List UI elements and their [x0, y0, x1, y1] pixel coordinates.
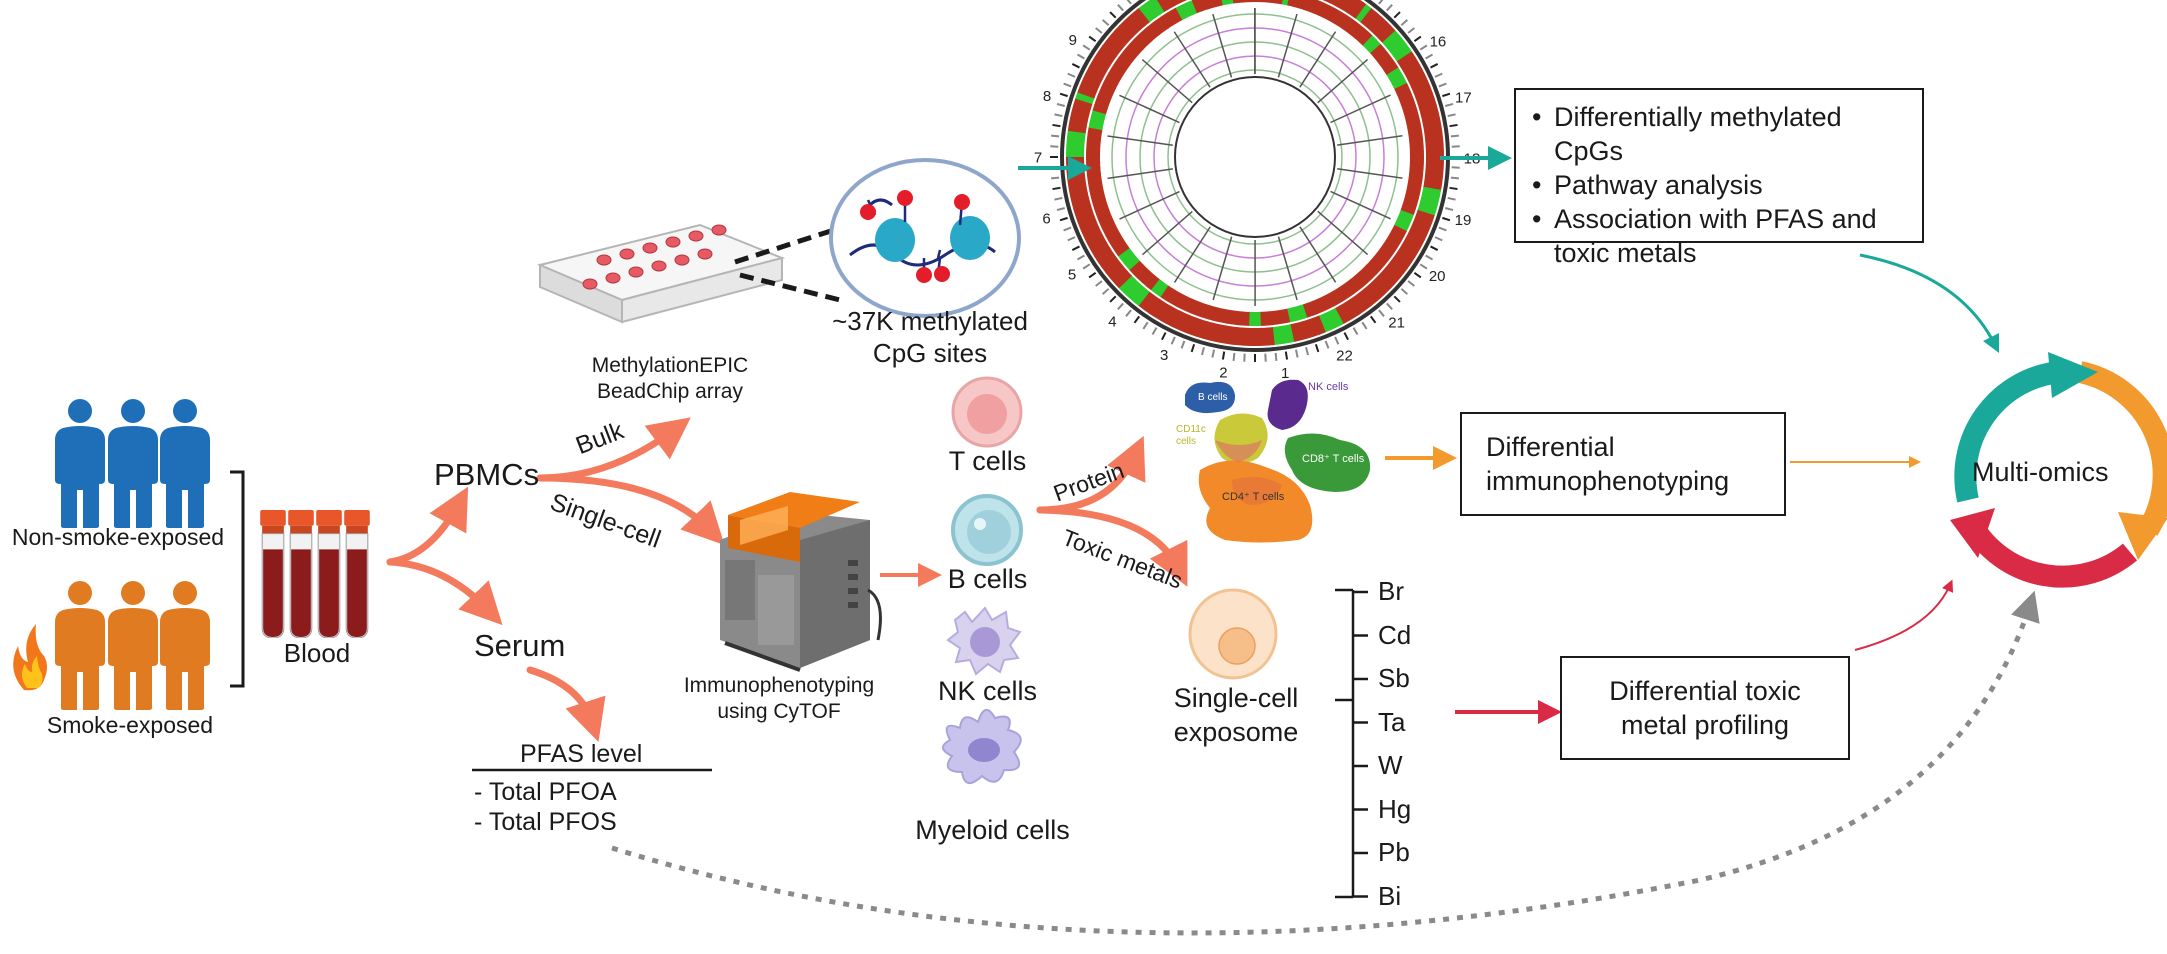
- metal-pb: Pb: [1378, 837, 1410, 867]
- fire-icon: [13, 624, 47, 691]
- metal-hg: Hg: [1378, 793, 1412, 824]
- pfas-title: PFAS level: [520, 740, 643, 768]
- serum-label: Serum: [474, 628, 566, 663]
- result-item-pathway: Pathway analysis: [1532, 168, 1908, 202]
- methylated-cpg-icon: [829, 158, 1021, 318]
- smoke-exposed-label: Smoke-exposed: [46, 712, 214, 738]
- non-smoke-exposed-people-icon: [55, 399, 210, 528]
- pfas-item-pfos: - Total PFOS: [474, 808, 617, 836]
- non-smoke-exposed-label: Non-smoke-exposed: [11, 524, 225, 550]
- circos-chromosome-label: 5: [1068, 267, 1076, 284]
- circos-chromosome-label: 8: [1043, 88, 1051, 105]
- exposome-cell-icon: [1188, 588, 1278, 680]
- toxic-to-multiomics-arrow: [1854, 579, 1954, 651]
- metal-br: Br: [1378, 576, 1404, 606]
- blood-tubes-icon: [260, 510, 370, 638]
- circos-chromosome-label: 20: [1429, 268, 1446, 285]
- cluster-nk-cells-label: NK cells: [1308, 381, 1349, 393]
- circos-chromosome-label: 10: [1105, 0, 1122, 3]
- circos-chromosome-label: 15: [1389, 0, 1406, 3]
- pbmcs-split-arrows: [536, 417, 725, 546]
- toxic-metal-profiling-box: Differential toxic metal profiling: [1560, 656, 1850, 760]
- methylation-results-box: Differentially methylated CpGs Pathway a…: [1514, 88, 1924, 268]
- blood-label: Blood: [283, 638, 351, 668]
- myeloid-cell-icon: [942, 709, 1022, 784]
- toxic-metal-profiling-text: Differential toxic metal profiling: [1609, 676, 1801, 740]
- b-cells-label: B cells: [947, 564, 1028, 594]
- circos-chromosome-label: 1: [1281, 365, 1289, 382]
- cluster-b-cells-label: B cells: [1198, 392, 1228, 403]
- blood-split-arrows: [386, 486, 503, 626]
- circos-chromosome-label: 19: [1455, 212, 1472, 229]
- exposome-label: Single-cell exposome: [1173, 683, 1299, 747]
- pfas-to-multiomics-dotted-arrow: [611, 590, 2040, 936]
- circos-chromosome-label: 21: [1388, 314, 1405, 331]
- cluster-cd8-label: CD8⁺ T cells: [1302, 453, 1365, 465]
- circos-methylation-plot: 12131415161718192021221234567891011: [1034, 0, 1480, 382]
- result-item-cpgs: Differentially methylated CpGs: [1532, 100, 1908, 168]
- circos-chromosome-label: 3: [1160, 347, 1168, 364]
- circos-chromosome-label: 2: [1219, 365, 1227, 382]
- t-cell-icon: [951, 376, 1023, 448]
- cytof-machine-icon: [720, 492, 882, 672]
- result-item-association: Association with PFAS and toxic metals: [1532, 202, 1908, 270]
- cytof-cluster-plot: [1185, 379, 1371, 543]
- nk-cell-icon: [946, 606, 1022, 676]
- metal-w: W: [1378, 750, 1403, 780]
- cytof-label: Immunophenotyping using CyTOF: [683, 674, 875, 723]
- cluster-cd11c-label: CD11c cells: [1176, 424, 1206, 447]
- circos-chromosome-label: 6: [1042, 210, 1050, 227]
- methylated-sites-label: ~37K methylated CpG sites: [832, 306, 1028, 368]
- metal-cd: Cd: [1378, 619, 1412, 650]
- circos-chromosome-label: 22: [1336, 348, 1353, 365]
- nk-cells-label: NK cells: [937, 676, 1038, 706]
- multiomics-cycle-icon: [1950, 352, 2167, 588]
- circos-chromosome-label: 9: [1069, 32, 1077, 49]
- zoom-dashed-lines: [734, 225, 841, 303]
- pfas-item-pfoa: - Total PFOA: [474, 778, 617, 806]
- circos-chromosome-label: 17: [1455, 90, 1472, 107]
- serum-to-pfas-arrow: [526, 666, 606, 742]
- metal-bi: Bi: [1378, 880, 1402, 911]
- myeloid-cells-label: Myeloid cells: [915, 815, 1070, 845]
- t-cells-label: T cells: [948, 446, 1027, 476]
- b-cell-icon: [951, 494, 1023, 566]
- pbmcs-label: PBMCs: [434, 457, 540, 492]
- circos-chromosome-label: 16: [1430, 33, 1447, 50]
- circos-chromosome-label: 7: [1034, 149, 1042, 166]
- immunophenotyping-text: Differential immunophenotyping: [1486, 432, 1730, 496]
- beadchip-array-icon: [536, 223, 786, 324]
- cluster-cd4-label: CD4⁺ T cells: [1222, 491, 1285, 503]
- beadchip-array-label: MethylationEPIC BeadChip array: [591, 354, 749, 403]
- immunophenotyping-box: Differential immunophenotyping: [1460, 412, 1786, 516]
- metals-bracket: [1335, 588, 1368, 899]
- metal-ta: Ta: [1378, 706, 1406, 737]
- circos-chromosome-label: 4: [1108, 314, 1116, 331]
- cells-split-arrows: [1036, 435, 1188, 587]
- smoke-exposed-people-icon: [55, 581, 210, 710]
- groups-bracket: [230, 470, 245, 688]
- metal-sb: Sb: [1378, 663, 1410, 693]
- multiomics-label: Multi-omics: [1972, 457, 2109, 487]
